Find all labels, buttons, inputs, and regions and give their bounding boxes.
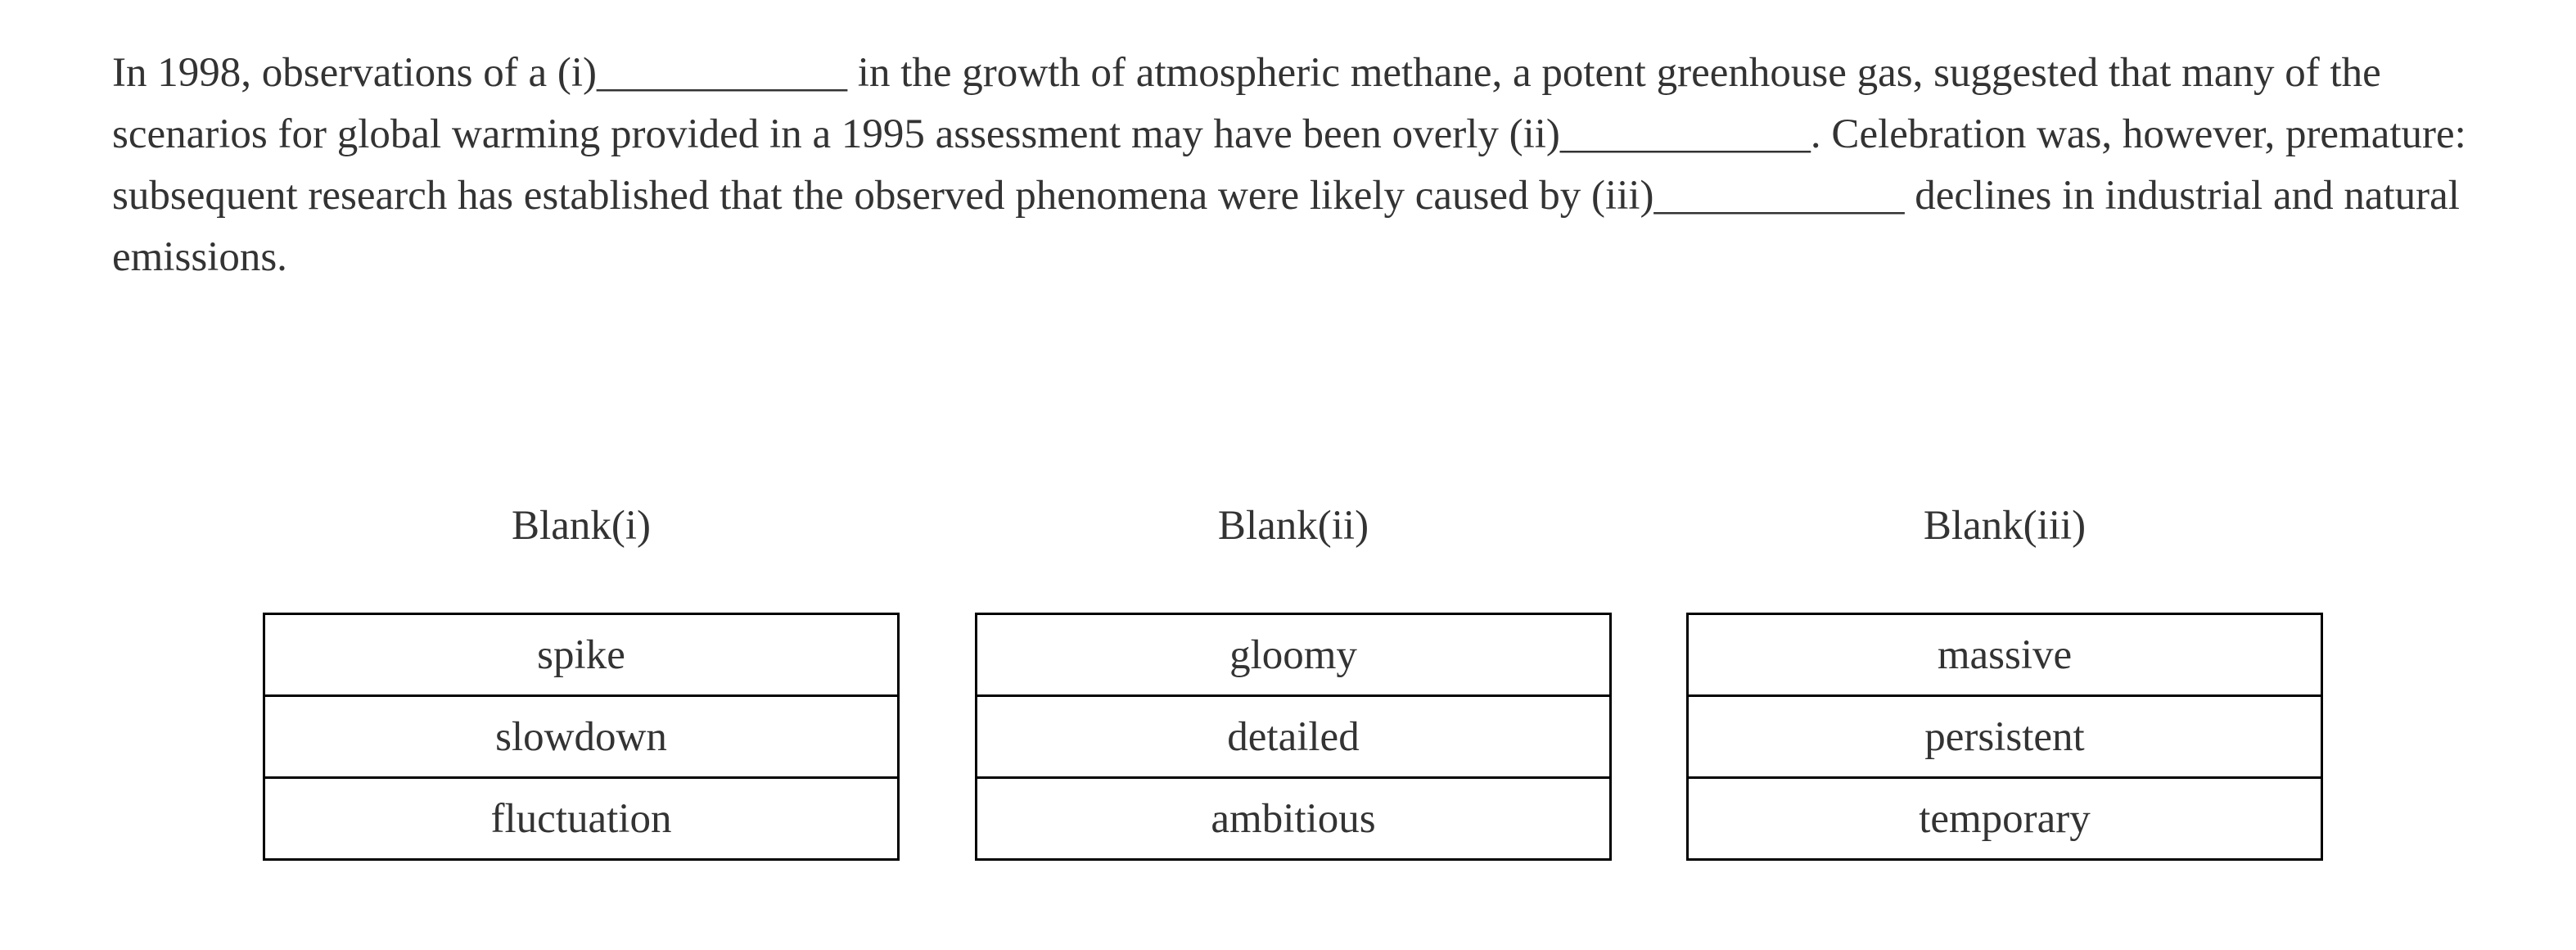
blank-ii-options: gloomy detailed ambitious (975, 613, 1612, 861)
question-passage: In 1998, observations of a (i)__________… (112, 43, 2486, 288)
passage-text: . Celebration was, however, premature: s… (112, 111, 2466, 219)
option-slowdown[interactable]: slowdown (263, 694, 900, 779)
passage-text: declines in industrial and natural emiss… (112, 173, 2460, 280)
blank-iii-options: massive persistent temporary (1686, 613, 2323, 861)
option-ambitious[interactable]: ambitious (975, 776, 1612, 861)
blank-i-header: Blank(i) (512, 503, 651, 549)
option-fluctuation[interactable]: fluctuation (263, 776, 900, 861)
option-gloomy[interactable]: gloomy (975, 613, 1612, 697)
blank-iii-header: Blank(iii) (1923, 503, 2087, 549)
option-temporary[interactable]: temporary (1686, 776, 2323, 861)
blank-ii-placeholder: (ii)____________ (1509, 111, 1811, 157)
option-persistent[interactable]: persistent (1686, 694, 2323, 779)
blank-ii-header: Blank(ii) (1217, 503, 1369, 549)
option-massive[interactable]: massive (1686, 613, 2323, 697)
blank-iii-placeholder: (iii)____________ (1591, 173, 1905, 219)
option-spike[interactable]: spike (263, 613, 900, 697)
option-detailed[interactable]: detailed (975, 694, 1612, 779)
passage-text: in the growth of atmospheric methane, a … (112, 50, 2381, 157)
blank-i-placeholder: (i)____________ (557, 50, 848, 96)
blank-i-options: spike slowdown fluctuation (263, 613, 900, 861)
passage-text: In 1998, observations of a (112, 50, 557, 96)
